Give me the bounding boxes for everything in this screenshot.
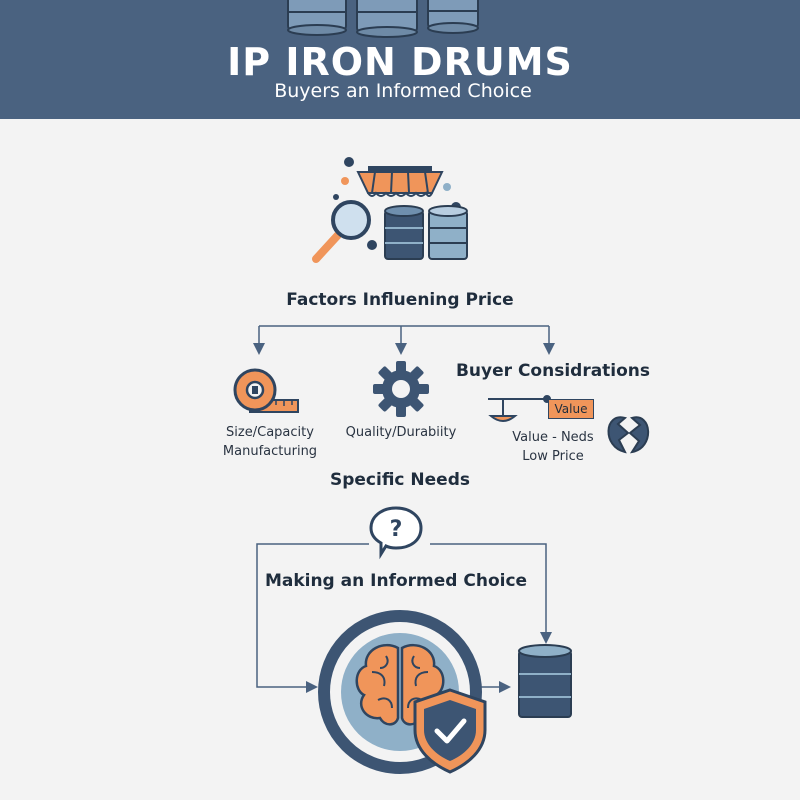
factors-title: Factors Influening Price — [286, 290, 514, 310]
balance-scale-icon — [488, 395, 551, 422]
shield-check-icon — [413, 688, 487, 774]
value-tag: Value — [548, 399, 594, 419]
store-awning-icon — [356, 166, 444, 197]
tape-measure-icon — [233, 368, 299, 413]
broken-ring-icon — [607, 416, 650, 454]
informed-choice-label: Making an Informed Choice — [264, 571, 528, 591]
buyer-considerations-text: Value - Neds Low Price — [512, 430, 594, 464]
page-subtitle: Buyers an Informed Choice — [274, 80, 532, 102]
drum-icon — [427, 0, 479, 34]
question-bubble-icon: ? — [369, 506, 423, 560]
diagram-canvas: ? — [233, 157, 650, 774]
drum-icon — [287, 0, 347, 36]
factor-size-label: Size/Capacity Manufacturing — [222, 425, 318, 459]
drum-icon — [356, 0, 418, 38]
factor-quality-label: Quality/Durabiity — [345, 425, 457, 440]
drum-icon — [428, 205, 468, 260]
drum-icon — [518, 644, 572, 718]
magnifier-icon — [312, 200, 371, 263]
shopping-illustration — [312, 157, 468, 263]
factor-connectors — [253, 325, 555, 355]
svg-text:?: ? — [390, 517, 403, 542]
page-title: IP IRON DRUMS — [227, 40, 573, 84]
header-drums-illustration — [287, 0, 479, 38]
specific-needs-label: Specific Needs — [329, 470, 471, 490]
header-banner: IP IRON DRUMS Buyers an Informed Choice — [0, 0, 800, 119]
buyer-considerations-title: Buyer Considrations — [455, 361, 651, 381]
gear-icon — [373, 361, 429, 417]
drum-icon — [384, 205, 424, 260]
